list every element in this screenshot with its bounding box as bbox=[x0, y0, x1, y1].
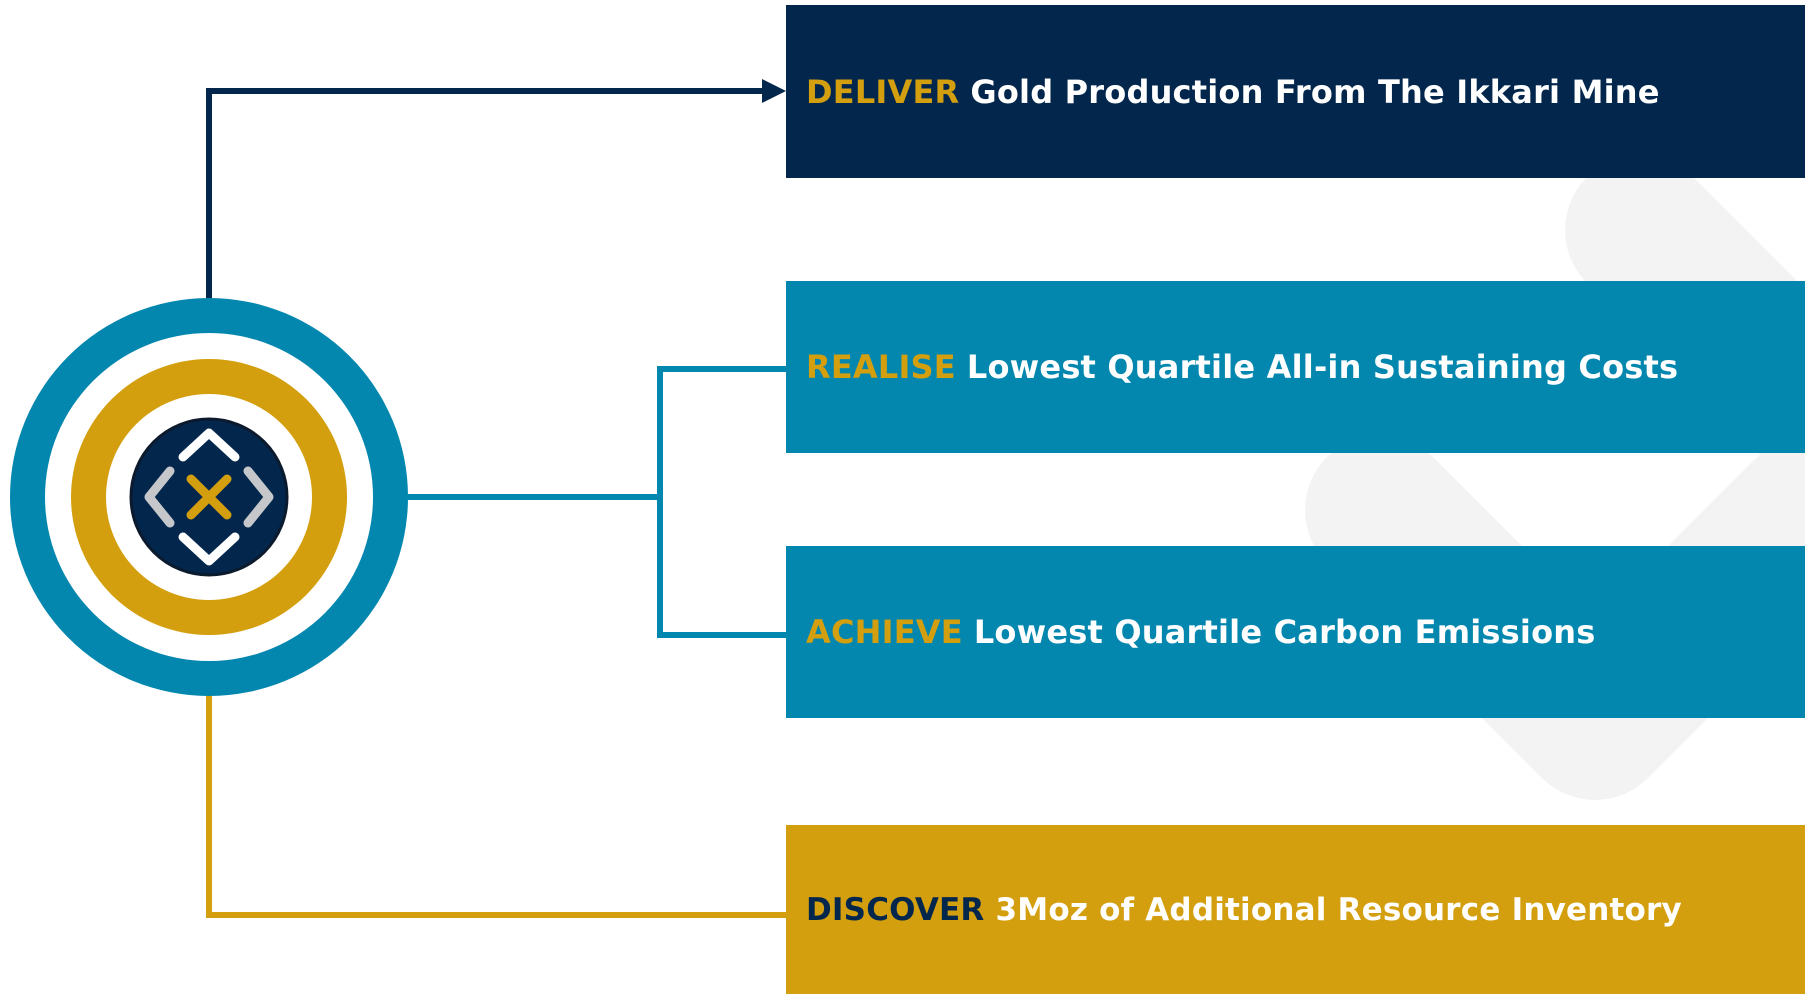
goal-description-deliver: Gold Production From The Ikkari Mine bbox=[970, 72, 1660, 111]
connector-deliver bbox=[206, 88, 768, 300]
goal-description-realise: Lowest Quartile All-in Sustaining Costs bbox=[966, 348, 1679, 386]
diamond-x-logo-icon bbox=[129, 417, 289, 577]
connector-realise bbox=[657, 366, 786, 638]
hub-emblem bbox=[10, 298, 408, 696]
goal-bar-realise: REALISE Lowest Quartile All-in Sustaining… bbox=[786, 281, 1805, 453]
arrowhead-deliver-icon bbox=[762, 79, 786, 103]
goal-bar-discover: DISCOVER 3Moz of Additional Resource Inve… bbox=[786, 825, 1805, 994]
connector-discover bbox=[206, 695, 786, 918]
goal-keyword-discover: DISCOVER bbox=[806, 891, 985, 928]
goal-text-deliver: DELIVER Gold Production From The Ikkari M… bbox=[806, 73, 1660, 111]
goal-keyword-deliver: DELIVER bbox=[806, 72, 960, 111]
goal-text-achieve: ACHIEVE Lowest Quartile Carbon Emissions bbox=[806, 613, 1596, 651]
goal-text-realise: REALISE Lowest Quartile All-in Sustaining… bbox=[806, 348, 1678, 386]
goal-text-discover: DISCOVER 3Moz of Additional Resource Inve… bbox=[806, 892, 1682, 928]
goal-description-discover: 3Moz of Additional Resource Inventory bbox=[995, 891, 1682, 928]
goal-description-achieve: Lowest Quartile Carbon Emissions bbox=[973, 613, 1596, 651]
goal-keyword-realise: REALISE bbox=[806, 348, 956, 386]
goal-bar-achieve: ACHIEVE Lowest Quartile Carbon Emissions bbox=[786, 546, 1805, 718]
goal-bar-deliver: DELIVER Gold Production From The Ikkari M… bbox=[786, 5, 1805, 178]
goal-keyword-achieve: ACHIEVE bbox=[806, 613, 963, 651]
